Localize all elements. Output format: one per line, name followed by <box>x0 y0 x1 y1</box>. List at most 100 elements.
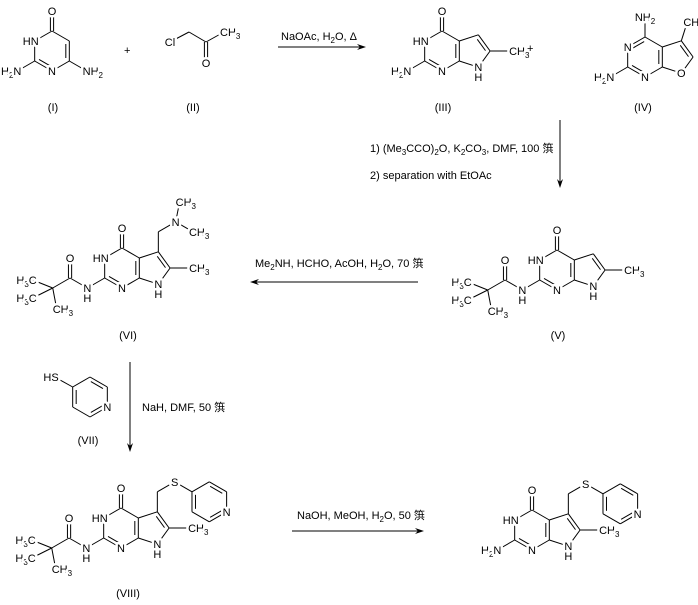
bond <box>209 481 227 493</box>
bond <box>156 511 170 529</box>
atom-label: H <box>153 549 161 561</box>
atom-label: N <box>438 66 446 78</box>
bond <box>631 65 645 73</box>
bond <box>72 406 91 418</box>
compound-label: (I) <box>48 102 58 114</box>
atom-label: N <box>103 402 111 414</box>
atom-label: N <box>48 66 56 78</box>
bond <box>175 221 194 233</box>
atom-label: O <box>202 58 211 70</box>
bond <box>138 511 158 519</box>
bond <box>103 537 122 549</box>
atom-label: N <box>518 285 526 297</box>
bond <box>627 66 646 78</box>
atom-label: H <box>83 293 91 305</box>
bond <box>514 539 533 551</box>
bond <box>174 481 193 493</box>
bond <box>107 536 121 544</box>
bond <box>139 251 159 259</box>
bond <box>51 60 70 72</box>
bond <box>155 516 165 528</box>
bond <box>90 381 104 389</box>
atom-label: CH3 <box>53 304 74 318</box>
bond <box>17 60 35 72</box>
bond <box>522 279 540 291</box>
atom-label: HN <box>92 513 108 525</box>
atom-label: N <box>153 539 161 551</box>
bond <box>567 513 581 531</box>
bond <box>549 513 569 521</box>
bond <box>52 277 71 289</box>
bond <box>158 221 176 233</box>
bond <box>476 39 486 51</box>
atom-label: Cl <box>165 37 175 49</box>
bond <box>209 509 223 518</box>
plus-sign: + <box>527 43 533 55</box>
bond <box>566 518 576 530</box>
atom-label: H2N <box>594 72 614 86</box>
arrow-head <box>127 443 133 452</box>
reagent-text: Me2NH, HCHO, AcOH, H2O, 70 篊 <box>255 256 423 272</box>
atom-label: S <box>582 479 589 491</box>
atom-label: N <box>82 543 90 555</box>
atom-label: CH3 <box>189 263 210 277</box>
atom-label: N <box>118 283 126 295</box>
bond <box>120 537 139 549</box>
bond <box>407 60 425 72</box>
bond <box>441 30 460 42</box>
bond <box>514 509 533 521</box>
atom-label: N <box>624 42 632 54</box>
bond <box>627 36 646 48</box>
atom-label: CH3 <box>176 197 197 211</box>
bond <box>539 279 558 291</box>
bond <box>104 277 123 289</box>
atom-label: N <box>154 279 162 291</box>
bond <box>610 66 628 78</box>
compound-label: (IV) <box>634 102 652 114</box>
bond <box>477 50 491 68</box>
bond <box>602 513 621 525</box>
atom-label: CH3 <box>188 523 209 537</box>
compound-VII: HSN <box>41 370 114 418</box>
atom-label: CH3 <box>683 17 698 31</box>
atom-label: N <box>589 281 597 293</box>
atom-label: O <box>117 483 126 495</box>
atom-label: CH3 <box>189 227 210 241</box>
bond <box>662 40 682 48</box>
bond <box>108 276 122 284</box>
reagent-text: NaOAc, H2O, Δ <box>281 31 358 45</box>
bond <box>567 529 581 547</box>
atom-label: O <box>501 255 510 267</box>
bond <box>72 376 91 388</box>
bond <box>680 56 694 74</box>
arrow-step-3 <box>250 279 418 285</box>
bond <box>89 406 108 418</box>
atom-label: HN <box>503 515 519 527</box>
atom-label: H <box>518 295 526 307</box>
bond <box>103 507 122 519</box>
bond <box>51 547 57 570</box>
atom-label: H2N <box>481 545 501 559</box>
bond <box>531 509 550 521</box>
arrow-head <box>557 179 563 188</box>
atom-label: S <box>171 477 178 489</box>
structures: OHNNH2NNH2ClOCH3OHNNNHCH3H2NNH2NNOCH3H2N… <box>0 4 698 581</box>
bond <box>51 537 70 549</box>
reagent-text: NaOH, MeOH, H2O, 50 篊 <box>297 508 425 524</box>
atom-label: O <box>677 68 686 80</box>
atom-label: N <box>528 545 536 557</box>
bond <box>90 405 104 413</box>
bond <box>574 279 594 287</box>
atom-label: CH3 <box>52 564 73 578</box>
bond <box>556 249 575 261</box>
bond <box>592 253 606 271</box>
bond <box>51 30 70 42</box>
bond <box>679 45 689 57</box>
bond <box>68 537 87 549</box>
bond <box>139 277 159 285</box>
atom-label: O <box>553 225 562 237</box>
